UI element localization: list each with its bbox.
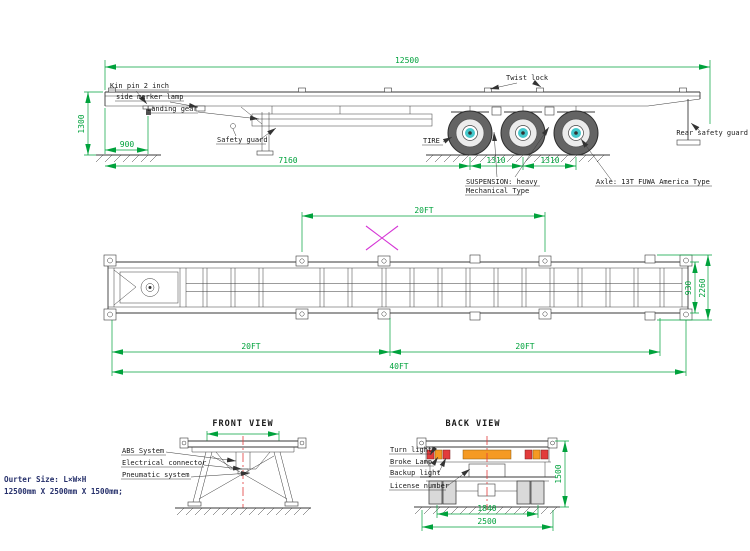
tail-lights <box>426 449 549 460</box>
dim-back-overall-width: 2500 <box>477 517 496 526</box>
side-view-labels: Twist lock Kin pin 2 inch side marker la… <box>109 74 748 196</box>
front-view-title: FRONT VIEW <box>212 419 273 429</box>
label-brake-lamp: Broke Lamp <box>390 458 432 466</box>
front-view-geometry <box>175 431 311 516</box>
dim-back-height: 1500 <box>554 464 563 483</box>
container-position-marker <box>365 225 399 251</box>
front-view: FRONT VIEW ABS System Electrical connect… <box>121 419 311 516</box>
corner-castings <box>103 254 693 321</box>
kingpin <box>142 105 154 115</box>
label-abs: ABS System <box>122 447 164 455</box>
intermediate-twist-locks <box>295 255 552 320</box>
dim-overall-width: 2260 <box>698 278 707 297</box>
safety-guard <box>251 106 433 127</box>
dim-overall-length: 12500 <box>395 56 419 65</box>
label-suspension-1: SUSPENSION: heavy <box>466 178 538 186</box>
dim-plan-overall-length: 40FT <box>389 362 408 371</box>
twist-lock-bumps <box>108 87 687 93</box>
side-marker-lamp <box>195 105 206 112</box>
wheel-3 <box>553 110 599 156</box>
dim-rail-spacing: 930 <box>684 281 693 296</box>
label-side-marker-lamp: side marker lamp <box>116 93 183 101</box>
back-view-dimensions: 1500 1840 2500 <box>421 440 569 531</box>
landing-gear <box>230 106 274 156</box>
dim-axle-spacing-2: 1310 <box>540 156 559 165</box>
dim-rear-container-1: 20FT <box>241 342 260 351</box>
kingpin-plate <box>113 268 187 307</box>
label-pneumatic: Pneumatic system <box>122 471 189 479</box>
dim-kingpin-offset: 900 <box>120 140 135 149</box>
label-safety-guard: Safety guard <box>217 136 268 144</box>
dim-kingpin-to-first-axle: 7160 <box>278 156 297 165</box>
back-view: BACK VIEW <box>389 419 569 531</box>
label-twist-lock: Twist lock <box>506 74 549 82</box>
label-license-number: License number <box>390 482 449 490</box>
outer-size-note: Ourter Size: L×W×H 12500mm X 2500mm X 15… <box>4 475 123 496</box>
side-view: 12500 1300 900 7160 1310 1310 Twist lock… <box>77 56 748 196</box>
label-landing-gear: Landing gear <box>147 105 198 113</box>
dim-rear-container-2: 20FT <box>515 342 534 351</box>
outriggers <box>469 254 656 321</box>
rear-safety-guard <box>676 99 701 146</box>
back-view-title: BACK VIEW <box>445 419 500 429</box>
plan-view-geometry <box>103 225 693 321</box>
back-view-labels: Turn light Broke Lamp Backup light Licen… <box>389 446 471 491</box>
side-view-geometry <box>95 87 701 163</box>
label-suspension-2: Mechanical Type <box>466 187 529 195</box>
cross-members <box>202 268 665 307</box>
outer-size-line2: 12500mm X 2500mm X 1500mm; <box>4 487 123 496</box>
dim-front-container: 20FT <box>414 206 433 215</box>
outer-size-line1: Ourter Size: L×W×H <box>4 475 87 484</box>
label-axle: Axle: 13T FUWA America Type <box>596 178 710 186</box>
wheel-2 <box>500 110 546 156</box>
dim-back-inner-width: 1840 <box>477 504 496 513</box>
label-electrical: Electrical connector <box>122 459 206 467</box>
label-backup-light: Backup light <box>390 469 441 477</box>
dim-front-height: 1300 <box>77 114 86 133</box>
wheel-1 <box>447 110 493 156</box>
plan-view: 20FT 930 2260 20FT 20FT 40FT <box>103 206 712 376</box>
label-turn-light: Turn light <box>390 446 432 454</box>
label-tire: TIRE <box>423 137 440 145</box>
ground <box>95 154 610 163</box>
front-view-labels: ABS System Electrical connector Pneumati… <box>121 447 251 480</box>
plan-view-dimensions: 20FT 930 2260 20FT 20FT 40FT <box>111 206 712 376</box>
label-rear-safety-guard: Rear safety guard <box>676 129 748 137</box>
label-kin-pin: Kin pin 2 inch <box>110 82 169 90</box>
